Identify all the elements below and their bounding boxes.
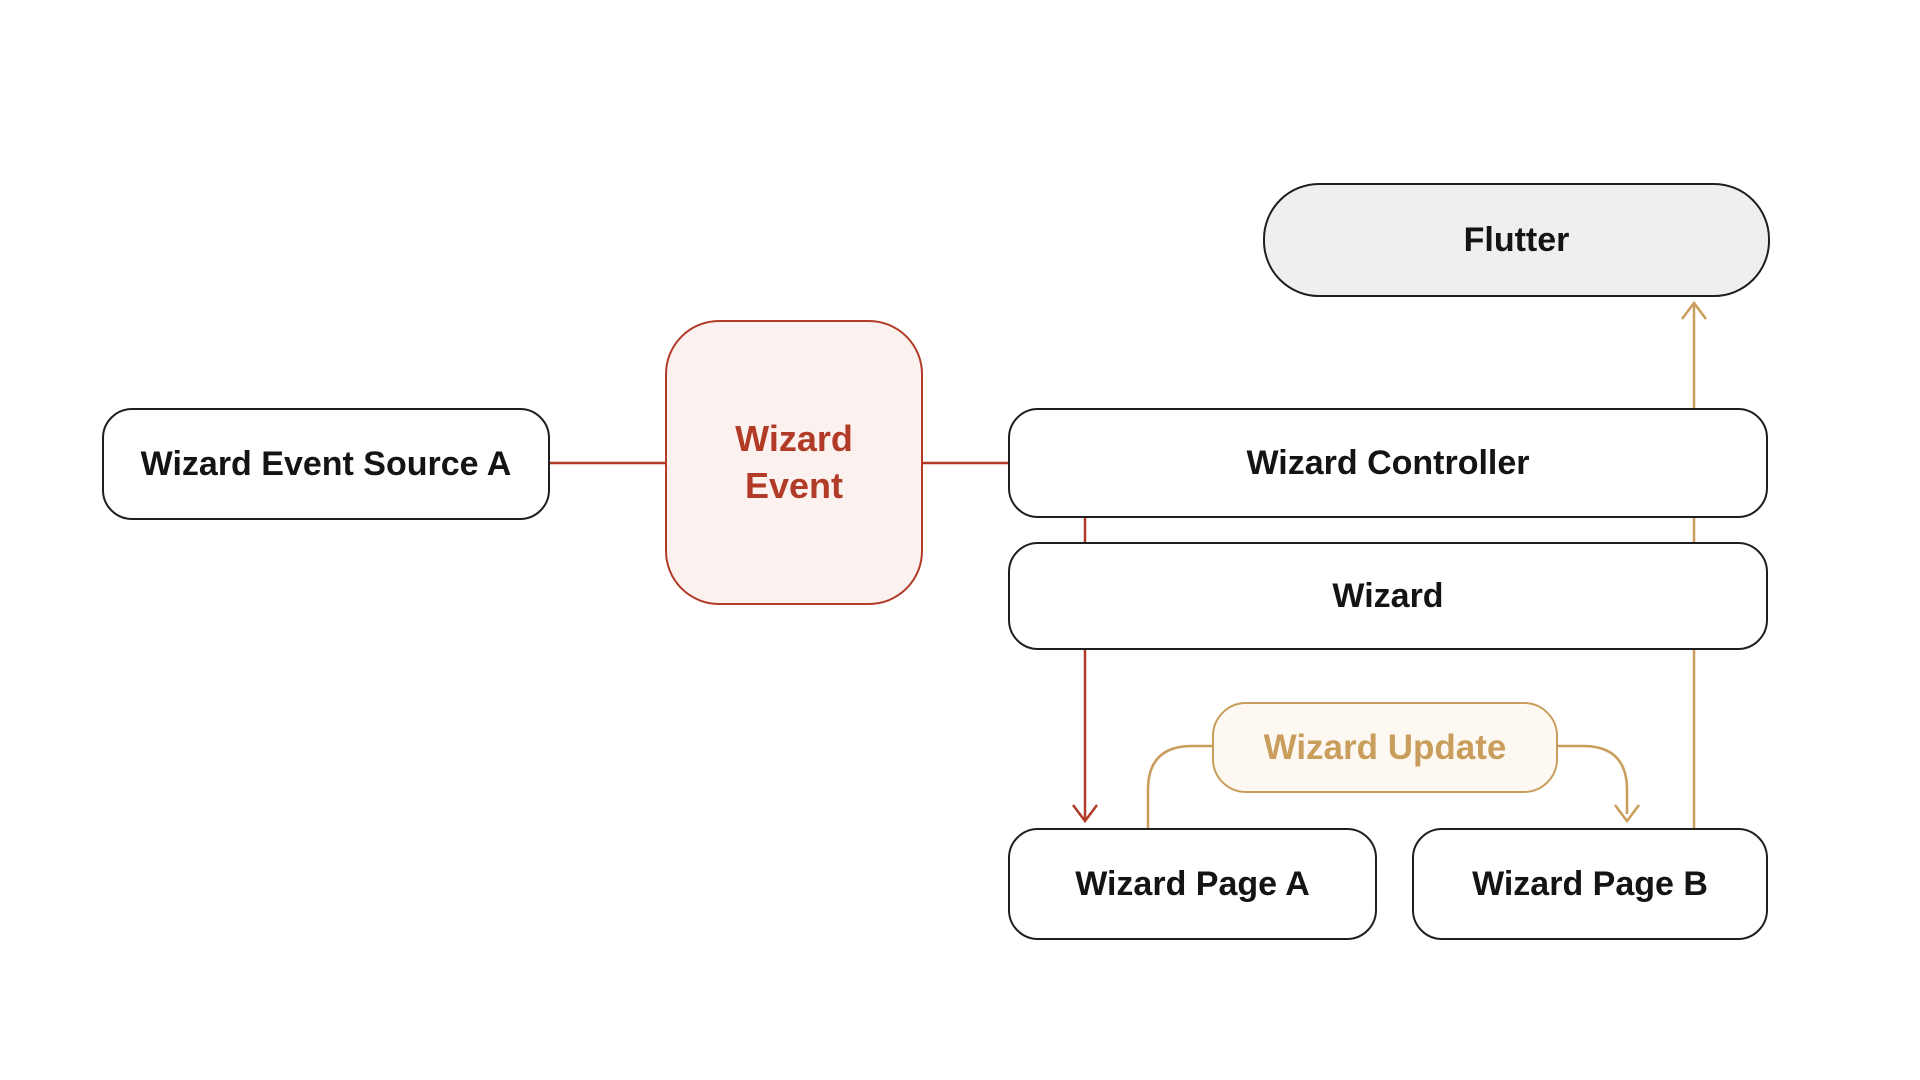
- node-label: Wizard Update: [1263, 727, 1507, 767]
- node-wizard-controller: Wizard Controller: [1008, 408, 1768, 518]
- node-label: Wizard: [735, 417, 853, 459]
- node-label: Wizard: [1332, 576, 1444, 615]
- arrowhead-up-page-b-to-flutter: [1681, 300, 1707, 320]
- node-wizard: Wizard: [1008, 542, 1768, 650]
- node-wizard-update: Wizard Update: [1212, 702, 1558, 793]
- arrowhead-down-controller-to-page-a: [1072, 804, 1098, 824]
- node-wizard-page-b: Wizard Page B: [1412, 828, 1768, 940]
- node-wizard-page-a: Wizard Page A: [1008, 828, 1377, 940]
- node-label: Event: [744, 464, 844, 506]
- node-wizard-event: Wizard Event: [665, 320, 923, 605]
- edge-wizard-update-to-page-b: [1558, 744, 1629, 814]
- node-flutter: Flutter: [1263, 183, 1770, 297]
- arrowhead-down-wizard-update-to-page-b: [1614, 804, 1640, 824]
- node-wizard-event-source-a: Wizard Event Source A: [102, 408, 550, 520]
- node-label: Wizard Controller: [1246, 443, 1530, 482]
- edge-page-a-to-wizard-update: [1146, 744, 1212, 829]
- node-label: Wizard Page A: [1075, 864, 1310, 903]
- node-label: Wizard Page B: [1472, 864, 1708, 903]
- node-label: Flutter: [1463, 220, 1570, 259]
- node-label: Wizard Event Source A: [140, 444, 512, 483]
